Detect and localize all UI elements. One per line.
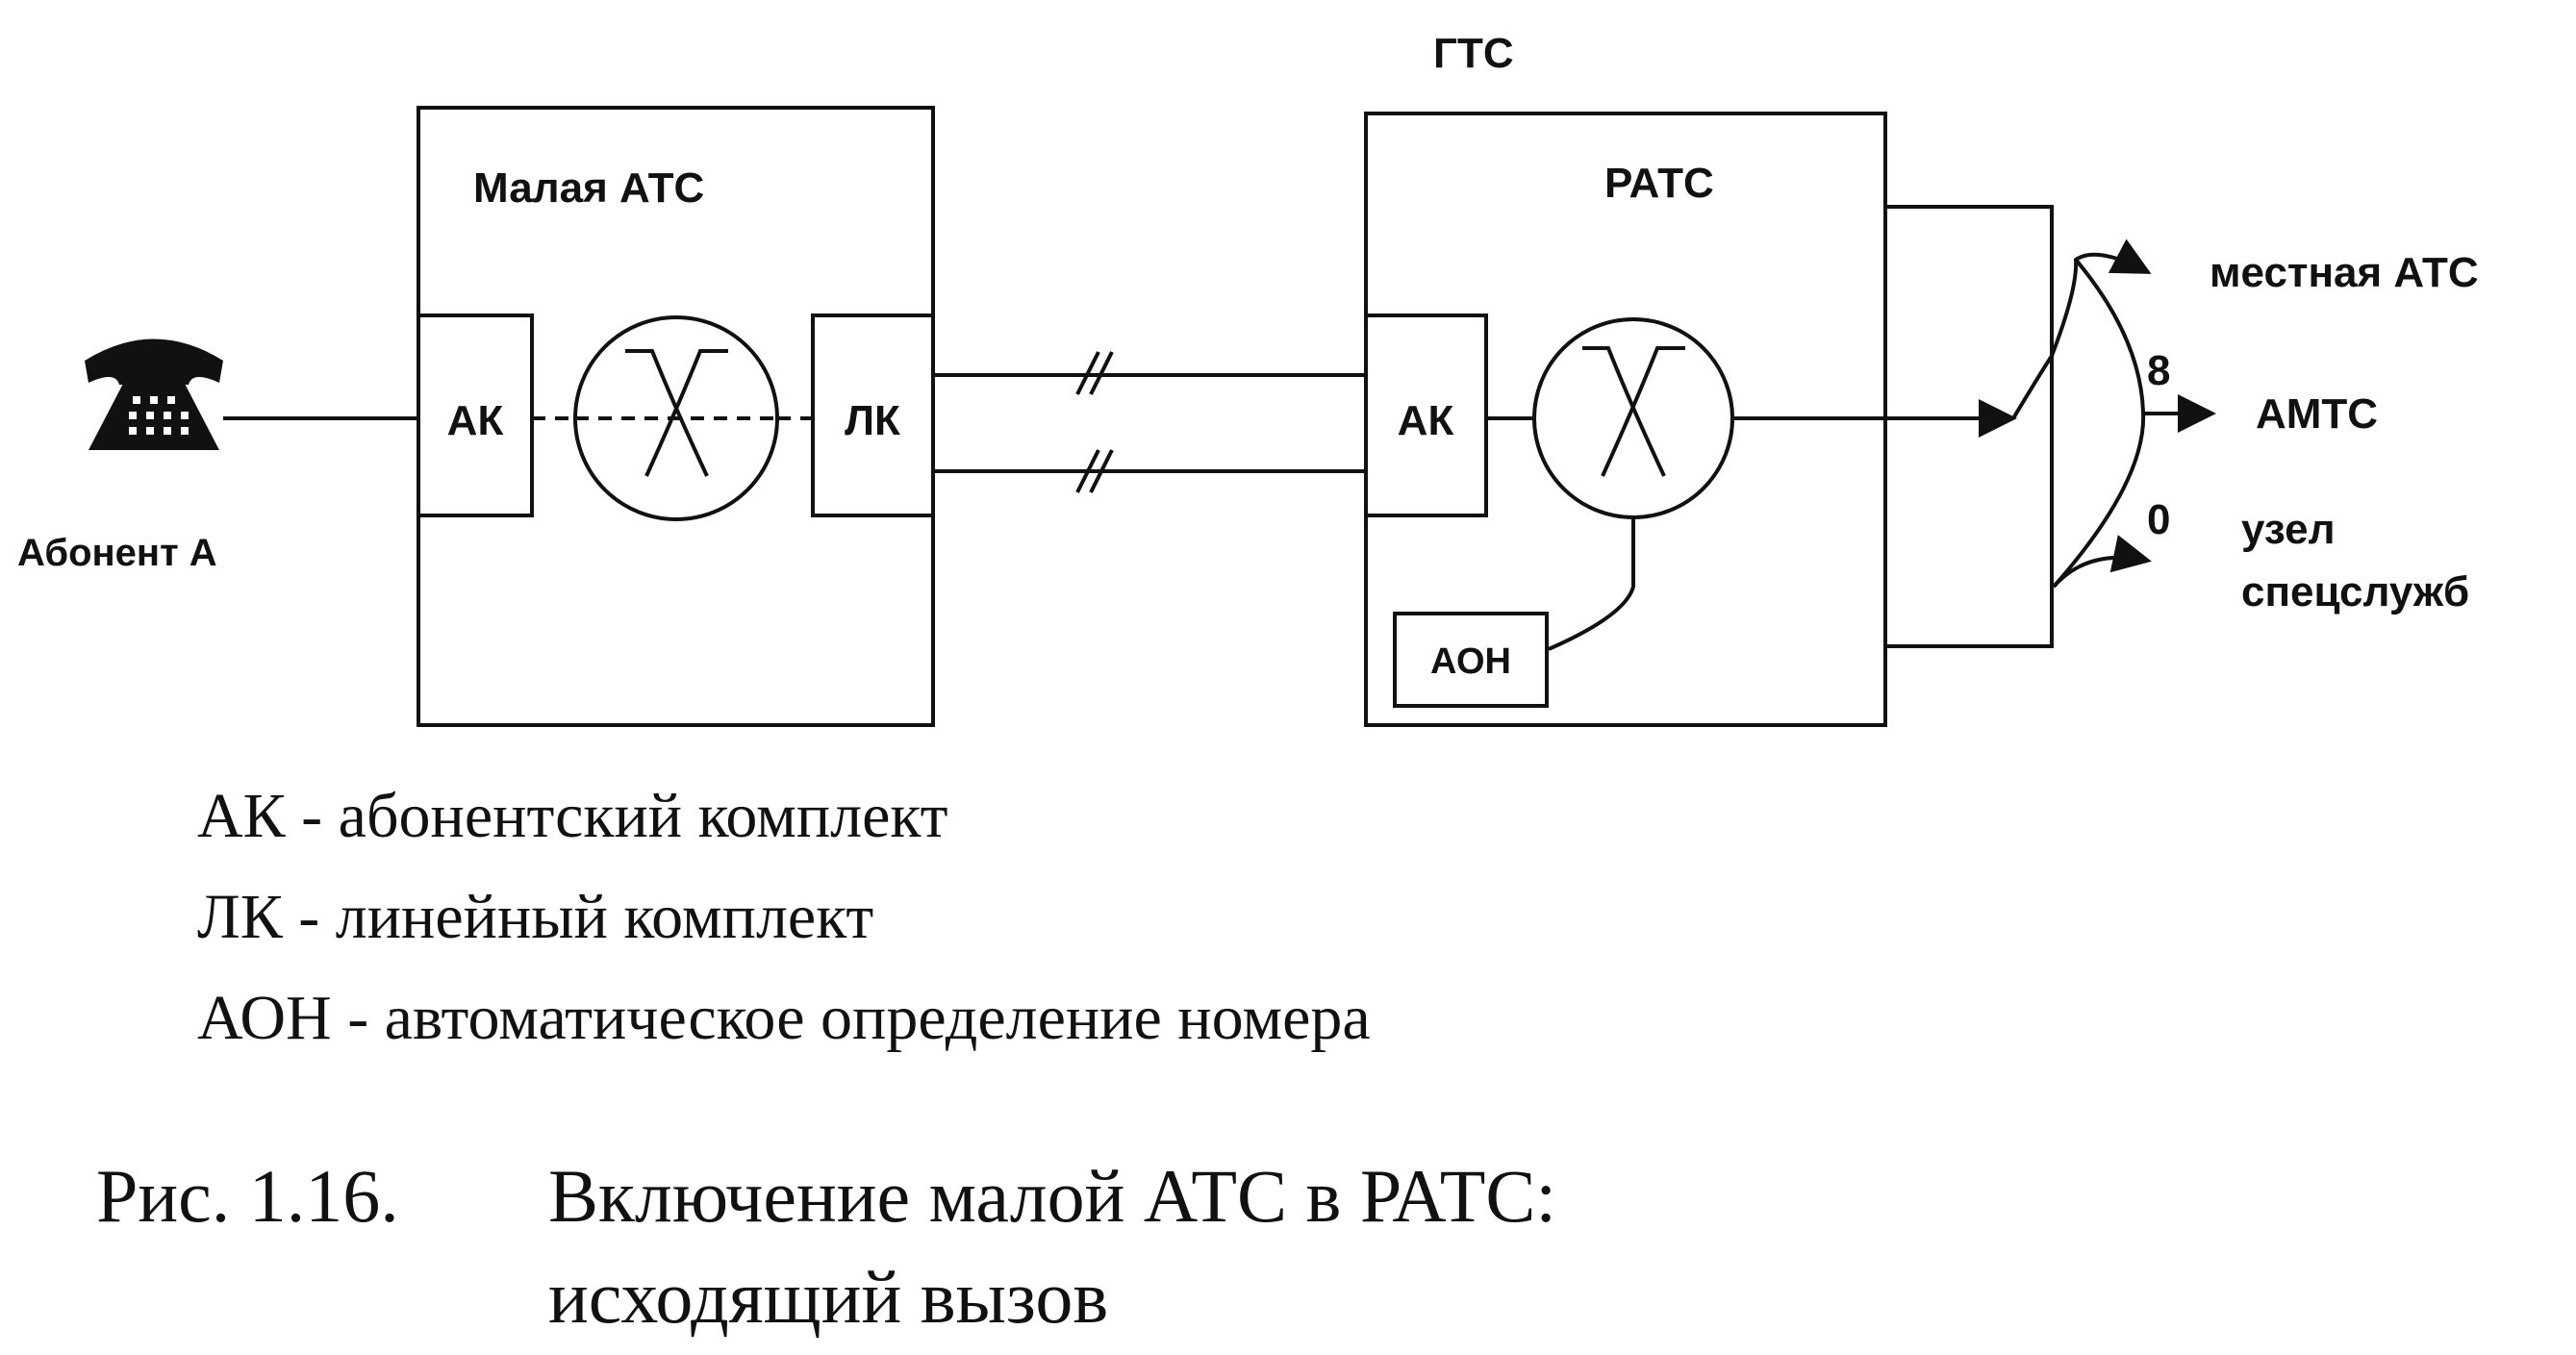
- output-amts: АМТС: [2256, 390, 2378, 438]
- subscriber-label: Абонент А: [17, 532, 217, 574]
- trunk-hatch-marks: [1075, 351, 1114, 493]
- output-special-line1: узел: [2241, 506, 2336, 553]
- aon-connection: [1548, 517, 1635, 651]
- rats-ak-block: [1364, 314, 1488, 517]
- caption-line-1: Включение малой АТС в РАТС:: [548, 1154, 1556, 1238]
- aon-label: АОН: [1430, 641, 1511, 682]
- output-special-line2: спецслужб: [2241, 568, 2469, 615]
- figure-number: Рис. 1.16.: [96, 1154, 399, 1238]
- legend-ak: АК - абонентский комплект: [197, 781, 947, 851]
- rats-ak-label: АК: [1398, 397, 1454, 444]
- small-ats-label: Малая АТС: [473, 164, 704, 212]
- small-ats-lk-label: ЛК: [845, 397, 900, 444]
- rats-label: РАТС: [1604, 160, 1714, 207]
- small-ats-lk-block: [811, 314, 935, 517]
- digit-8: 8: [2147, 347, 2170, 394]
- legend-aon: АОН - автоматическое определение номера: [197, 983, 1371, 1053]
- small-ats-switch-icon: [532, 315, 813, 521]
- small-ats-ak-block: [417, 314, 534, 517]
- caption-line-2: исходящий вызов: [548, 1255, 1108, 1339]
- legend-lk: ЛК - линейный комплект: [197, 882, 873, 952]
- output-local-ats: местная АТС: [2210, 249, 2479, 296]
- output-bracket: [1732, 205, 2216, 648]
- digit-0: 0: [2147, 496, 2170, 543]
- aon-block: [1393, 612, 1549, 708]
- telephone-icon: [85, 339, 223, 450]
- small-ats-ak-label: АК: [447, 397, 504, 444]
- gts-label: ГТС: [1433, 30, 1514, 77]
